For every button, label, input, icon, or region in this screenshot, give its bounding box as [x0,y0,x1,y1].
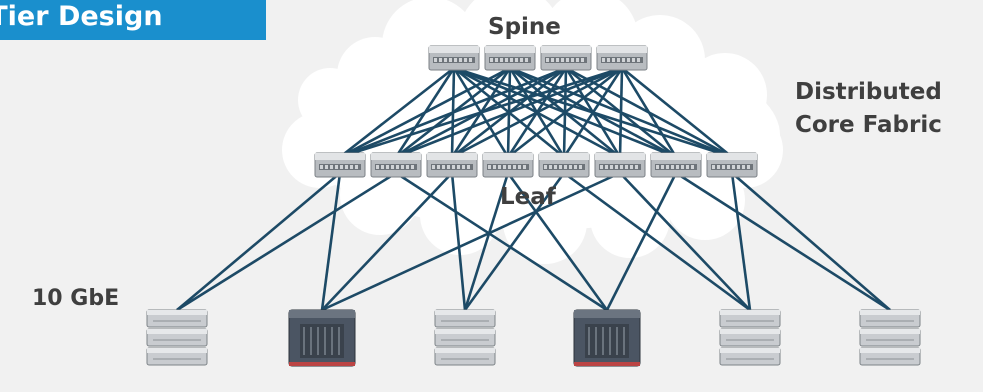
leaf-switches [314,152,758,178]
leaf-switch [538,152,590,178]
spine-leaf-link [507,66,623,159]
leaf-server-link [321,172,453,311]
spine-leaf-link [395,66,623,159]
spine-leaf-link [339,66,567,159]
leaf-server-link [463,172,566,311]
server-link-label: 10 GbE [32,286,120,311]
leaf-server-link [463,172,510,311]
leaf-switch [426,152,478,178]
leaf-switch [482,152,534,178]
leaf-switch [594,152,646,178]
server-stack [434,309,496,366]
spine-leaf-link [620,67,678,158]
spine-switch [484,45,536,71]
leaf-server-link [321,171,621,312]
server-chassis [573,309,641,367]
spine-leaf-link [621,66,733,159]
leaf-server-link [563,171,751,312]
server-stack [859,309,921,366]
spine-leaf-link [339,66,623,159]
leaf-label: Leaf [500,184,556,210]
leaf-server-link [176,172,341,311]
leaf-server-link [730,172,752,311]
leaf-server-link [619,172,751,311]
spine-leaf-link [451,66,623,159]
leaf-server-link [675,171,891,312]
spine-leaf-link [339,66,511,159]
leaf-switch [650,152,702,178]
fabric-label-line1: Distributed [795,79,942,105]
leaf-server-link [506,172,609,311]
leaf-switch [706,152,758,178]
leaf-server-link [731,172,891,311]
spine-switch [596,45,648,71]
servers [146,309,921,367]
leaf-switch [314,152,366,178]
fabric-label: Distributed Core Fabric [795,76,942,142]
spine-leaf-link [339,66,455,159]
spine-leaf-link [562,67,624,158]
fabric-label-line2: Core Fabric [795,112,942,138]
links-layer [176,66,891,312]
leaf-server-link [450,172,467,311]
leaf-switch [370,152,422,178]
spine-leaf-link [618,67,624,158]
title-banner: -Tier Design [0,0,266,40]
leaf-server-link [605,172,678,311]
server-stack [719,309,781,366]
spine-switch [540,45,592,71]
server-stack [146,309,208,366]
spine-switch [428,45,480,71]
leaf-server-link [320,172,342,311]
leaf-server-link [176,171,397,312]
server-chassis [288,309,356,367]
spine-label: Spine [488,14,561,40]
spine-switches [428,45,648,71]
